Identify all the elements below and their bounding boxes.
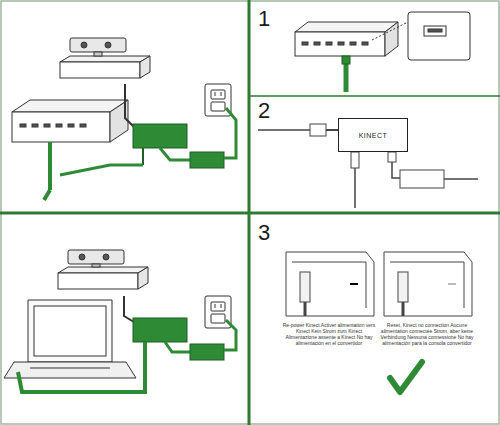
adapter-cables <box>258 124 478 208</box>
step-number: 1 <box>258 8 270 30</box>
check-mark <box>390 362 422 392</box>
pc-adapter-cables <box>18 296 236 392</box>
console-usb-port <box>295 12 470 92</box>
pc-setup <box>4 250 231 378</box>
step-number: 2 <box>258 100 270 122</box>
panel-divider <box>0 212 500 215</box>
panel-divider <box>250 95 500 97</box>
adapter-label: KINECT <box>359 132 388 139</box>
step-number: 3 <box>258 222 270 244</box>
adapter-and-cables <box>44 84 236 200</box>
status-caption: Reset, Kinect no connection Aucune alime… <box>380 322 474 346</box>
xbox-setup <box>12 38 231 142</box>
adapter-box: KINECT <box>338 118 408 152</box>
status-caption: Re-power Kinect Activer alimentation ver… <box>282 322 376 346</box>
